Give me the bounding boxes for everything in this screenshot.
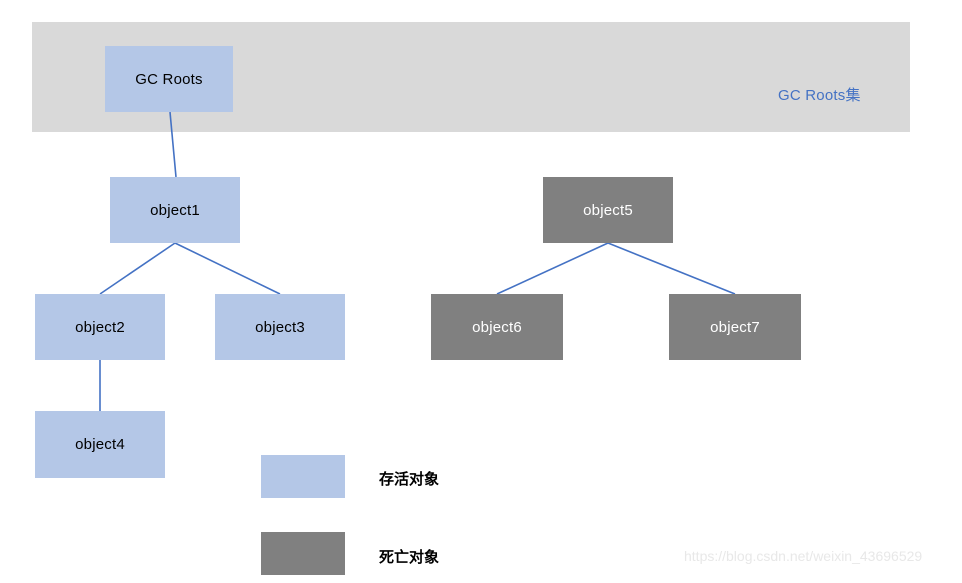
node-label: object6	[472, 318, 522, 336]
gc-roots-band-label: GC Roots集	[778, 87, 861, 104]
node-label: object5	[583, 201, 633, 219]
legend-swatch-dead	[261, 532, 345, 575]
node-object4[interactable]: object4	[35, 411, 165, 478]
node-label: object4	[75, 436, 125, 453]
node-label: GC Roots	[135, 70, 203, 88]
legend-label-live: 存活对象	[379, 471, 440, 488]
node-object1[interactable]: object1	[110, 177, 240, 243]
node-label: object1	[150, 201, 200, 219]
node-object6[interactable]: object6	[431, 294, 563, 360]
node-object3[interactable]: object3	[215, 294, 345, 360]
node-label: object2	[75, 318, 125, 336]
node-label: object7	[710, 318, 760, 336]
node-object2[interactable]: object2	[35, 294, 165, 360]
node-label: object3	[255, 318, 305, 336]
node-object7[interactable]: object7	[669, 294, 801, 360]
edge-object5-to-object6	[496, 242, 609, 295]
node-gc-roots[interactable]: GC Roots	[105, 46, 233, 112]
legend-label-dead: 死亡对象	[379, 549, 440, 566]
edge-object1-to-object3	[174, 242, 281, 295]
legend-swatch-live	[261, 455, 345, 498]
edge-object5-to-object7	[607, 242, 736, 295]
edge-object1-to-object2	[99, 242, 176, 295]
watermark: https://blog.csdn.net/weixin_43696529	[684, 548, 923, 564]
node-object5[interactable]: object5	[543, 177, 673, 243]
